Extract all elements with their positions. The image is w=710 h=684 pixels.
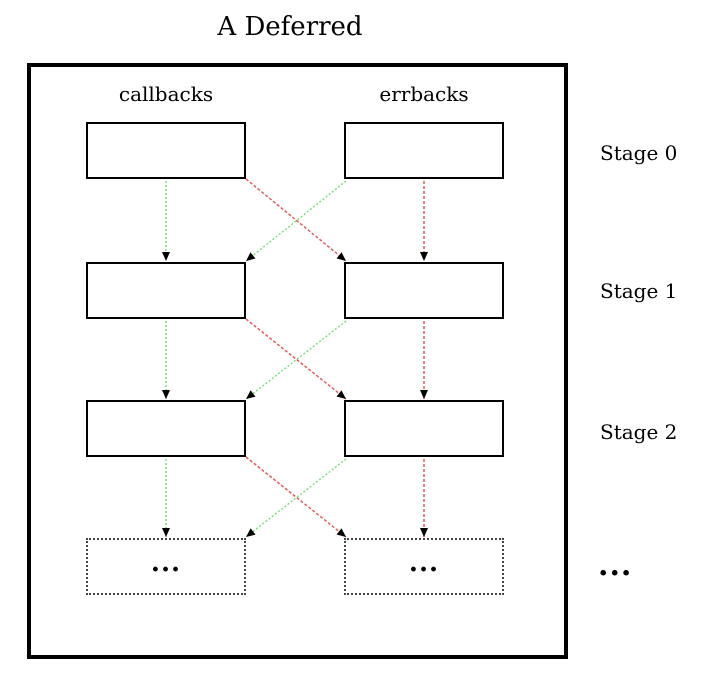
stage-0-label: Stage 0	[600, 141, 678, 165]
callback-next-ellipsis: ...	[150, 548, 182, 578]
errbacks-column-label: errbacks	[379, 82, 469, 106]
callback-to-errback-arrow-1	[245, 318, 347, 400]
errback-box-stage-0	[344, 122, 504, 179]
stage-1-label: Stage 1	[600, 279, 678, 303]
deferred-container	[27, 63, 568, 659]
diagram-title: A Deferred	[217, 12, 363, 42]
stage-2-label: Stage 2	[600, 420, 678, 444]
errback-box-next: ...	[344, 538, 504, 595]
errback-box-stage-1	[344, 262, 504, 319]
callback-to-errback-arrow-0	[245, 178, 347, 262]
errback-next-ellipsis: ...	[408, 548, 440, 578]
callback-box-stage-2	[86, 400, 246, 457]
callbacks-column-label: callbacks	[118, 82, 214, 106]
callback-box-next: ...	[86, 538, 246, 595]
errback-box-stage-2	[344, 400, 504, 457]
errback-to-callback-arrow-0	[245, 180, 347, 262]
callback-to-errback-arrow-2	[245, 456, 347, 538]
callback-box-stage-1	[86, 262, 246, 319]
callback-box-stage-0	[86, 122, 246, 179]
errback-to-callback-arrow-1	[245, 320, 347, 400]
errback-to-callback-arrow-2	[245, 458, 347, 538]
more-stages-ellipsis: ...	[598, 548, 633, 583]
